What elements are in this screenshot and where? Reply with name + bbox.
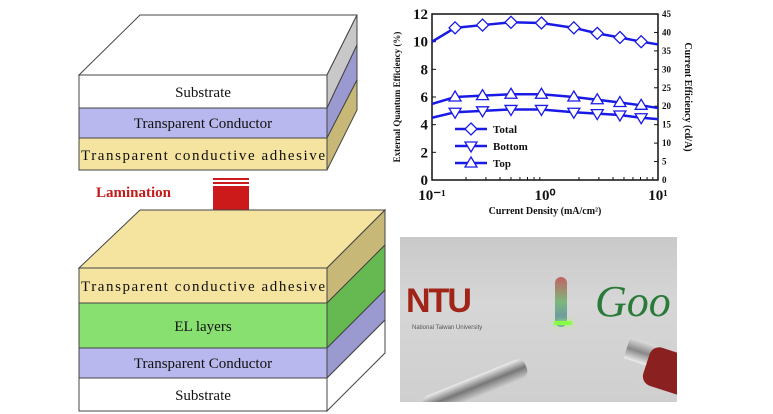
label-substrate: Substrate xyxy=(175,388,231,404)
data-point-top xyxy=(634,98,649,110)
label-el: EL layers xyxy=(174,319,231,335)
data-point-bottom xyxy=(475,106,490,119)
photo-emblem xyxy=(555,277,567,327)
device-photo: NTU National Taiwan University Goo xyxy=(400,237,677,402)
label-adhesive: Transparent conductive adhesive xyxy=(81,148,325,164)
y-tick-label: 0 xyxy=(421,173,429,189)
top-stack xyxy=(77,14,358,171)
y2-tick-label: 25 xyxy=(662,83,672,93)
y2-tick-label: 5 xyxy=(662,157,667,167)
data-point-top xyxy=(612,95,628,108)
y2-axis-label: Current Efficiency (cd/A) xyxy=(682,42,693,151)
photo-emission xyxy=(554,321,572,325)
layer-el xyxy=(78,302,328,349)
data-point-bottom xyxy=(534,104,549,117)
y-tick-label: 8 xyxy=(421,62,429,78)
data-point-total xyxy=(634,34,649,49)
label-conductor: Transparent Conductor xyxy=(134,356,272,372)
photo-logo: NTU xyxy=(406,282,472,320)
data-point-total xyxy=(612,30,627,45)
layer-adhesive xyxy=(78,137,328,171)
data-point-top xyxy=(590,92,605,105)
data-point-top xyxy=(566,89,581,102)
data-point-total xyxy=(534,16,549,30)
legend-label-total: Total xyxy=(493,124,517,136)
y2-tick-label: 10 xyxy=(662,138,672,148)
y2-tick-label: 40 xyxy=(662,27,672,37)
data-point-top xyxy=(534,86,549,99)
y-axis-label: External Quantum Efficiency (%) xyxy=(392,32,402,163)
data-point-bottom xyxy=(566,107,581,120)
legend-marker-top xyxy=(463,155,479,168)
x-tick-label: 10¹ xyxy=(648,188,668,204)
y2-tick-label: 0 xyxy=(662,175,667,185)
data-point-bottom xyxy=(503,104,519,117)
x-tick-label: 10⁻¹ xyxy=(418,188,445,204)
legend-marker-bottom xyxy=(463,141,479,154)
y2-tick-label: 45 xyxy=(662,9,672,19)
data-point-total xyxy=(475,18,490,32)
data-point-bottom xyxy=(612,110,628,123)
y2-tick-label: 30 xyxy=(662,64,672,74)
label-conductor: Transparent Conductor xyxy=(134,116,272,132)
data-point-total xyxy=(504,15,518,30)
series-line-bottom xyxy=(431,108,659,121)
layer-substrate xyxy=(78,377,328,412)
data-point-total xyxy=(566,20,581,35)
legend-label-top: Top xyxy=(493,158,511,170)
data-point-top xyxy=(447,89,463,102)
data-point-total xyxy=(448,20,462,35)
y-tick-label: 6 xyxy=(421,90,429,106)
x-tick-label: 10⁰ xyxy=(534,188,555,204)
data-point-bottom xyxy=(447,107,463,120)
y-tick-label: 12 xyxy=(413,7,428,23)
data-point-bottom xyxy=(634,113,649,126)
y-tick-label: 4 xyxy=(421,118,429,134)
data-point-top xyxy=(475,88,490,101)
layer-conductor xyxy=(78,107,328,139)
label-substrate: Substrate xyxy=(175,85,231,101)
series-line-top xyxy=(431,92,659,110)
photo-logo-subtext: National Taiwan University xyxy=(412,325,483,331)
legend-marker-total xyxy=(464,122,478,136)
y2-tick-label: 20 xyxy=(662,101,672,111)
y2-tick-label: 35 xyxy=(662,46,672,56)
photo-clip-left xyxy=(420,357,530,402)
layer-substrate xyxy=(78,74,328,109)
bottom-stack xyxy=(77,208,387,413)
data-point-top xyxy=(503,86,519,99)
layer-adhesive xyxy=(78,267,328,304)
series-line-total xyxy=(431,21,659,46)
legend-label-bottom: Bottom xyxy=(493,141,528,153)
photo-side-text: Goo xyxy=(595,277,671,326)
data-point-bottom xyxy=(590,108,605,121)
y2-tick-label: 15 xyxy=(662,120,672,130)
y-tick-label: 2 xyxy=(421,145,429,161)
lamination-label: Lamination xyxy=(96,185,172,201)
data-point-total xyxy=(590,26,605,41)
y-tick-label: 10 xyxy=(413,35,428,51)
label-adhesive: Transparent conductive adhesive xyxy=(81,279,325,295)
layer-conductor xyxy=(78,347,328,379)
x-axis-label: Current Density (mA/cm²) xyxy=(489,206,602,217)
